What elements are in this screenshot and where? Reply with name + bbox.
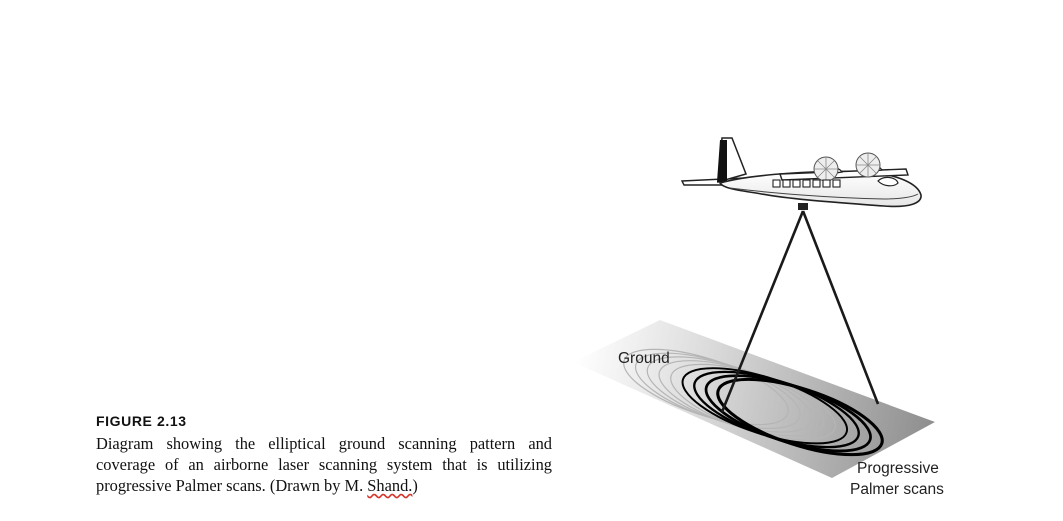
caption-text-main: Diagram showing the elliptical ground sc… (96, 434, 552, 495)
figure-caption-text: Diagram showing the elliptical ground sc… (96, 433, 552, 496)
airplane-window (792, 179, 801, 188)
laser-beam-right (801, 210, 880, 405)
airplane-window (832, 179, 841, 188)
airplane-window (822, 179, 831, 188)
airplane-windows (772, 179, 841, 188)
propeller-left-icon (813, 156, 839, 182)
scans-label-line1: Progressive (857, 460, 939, 477)
scans-label-line2: Palmer scans (850, 481, 944, 498)
airplane-window (802, 179, 811, 188)
airplane-window (782, 179, 791, 188)
ground-plane (573, 320, 935, 478)
laser-beam-left (720, 210, 805, 413)
scan-ellipses (623, 348, 884, 457)
ground-label: Ground (618, 350, 670, 367)
figure-caption: FIGURE 2.13 Diagram showing the elliptic… (96, 413, 552, 496)
caption-text-end: ) (412, 476, 418, 495)
airplane-window (772, 179, 781, 188)
airplane (680, 137, 922, 210)
figure-number: FIGURE 2.13 (96, 413, 187, 429)
airplane-window (812, 179, 821, 188)
caption-text-underlined: Shand. (367, 476, 413, 495)
propeller-right-icon (855, 152, 881, 178)
scan-ellipse (716, 377, 884, 457)
airplane-cockpit-window (877, 176, 899, 187)
